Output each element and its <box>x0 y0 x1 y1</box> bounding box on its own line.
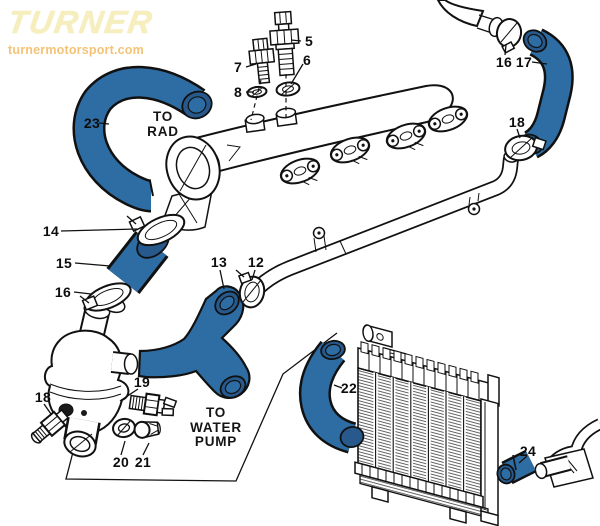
callout-7: 7 <box>233 59 243 75</box>
callout-leaders <box>43 39 548 464</box>
callout-23: 23 <box>83 115 101 131</box>
radiator-filler-neck <box>362 324 393 349</box>
y-hose-13 <box>137 285 251 399</box>
radiator-top-band <box>357 341 500 407</box>
hose-clamp-18-right <box>504 134 547 162</box>
lower-metal-pipe <box>534 418 600 488</box>
radiator <box>354 324 500 526</box>
sensor-18-left <box>30 408 70 444</box>
washer-20 <box>112 417 136 439</box>
pipe-sensor-bosses <box>244 107 298 134</box>
water-distribution-pipe <box>162 84 469 231</box>
hose-clamp-16-right <box>495 18 523 54</box>
callout-16-left: 16 <box>54 284 72 300</box>
callout-12: 12 <box>247 254 265 270</box>
callout-20: 20 <box>112 454 130 470</box>
callout-22: 22 <box>340 380 358 396</box>
hose-clamp-14 <box>126 213 186 247</box>
brand-site-url: turnermotorsport.com <box>8 43 144 57</box>
return-pipe <box>247 151 519 299</box>
callout-21: 21 <box>134 454 152 470</box>
callout-14: 14 <box>42 223 60 239</box>
brand-watermark: TURNER turnermotorsport.com <box>5 4 156 57</box>
hose-24 <box>496 449 537 485</box>
top-right-pipe <box>436 0 504 38</box>
callout-13: 13 <box>210 254 228 270</box>
radiator-core <box>357 366 482 497</box>
plug-21 <box>133 420 161 439</box>
annotation-to-rad: TO RAD <box>147 109 179 139</box>
callout-17: 17 <box>515 54 533 70</box>
callout-5: 5 <box>304 33 314 49</box>
callout-24: 24 <box>519 443 537 459</box>
callout-18-left: 18 <box>34 389 52 405</box>
hose-clamp-16-left <box>79 282 132 312</box>
washer-6 <box>275 81 301 97</box>
pipe-tab-bracket <box>312 192 481 253</box>
callout-15: 15 <box>55 255 73 271</box>
radiator-right-tank <box>480 398 499 517</box>
temp-sensor-5 <box>269 10 300 77</box>
leader-long-lines <box>65 332 338 482</box>
temp-sensor-7 <box>248 37 276 85</box>
radiator-bottom <box>354 461 499 526</box>
callout-19: 19 <box>133 374 151 390</box>
callout-16-right: 16 <box>495 54 513 70</box>
upper-radiator-hose-23 <box>72 65 213 213</box>
temp-sensor-19 <box>128 392 178 417</box>
callout-8: 8 <box>233 84 243 100</box>
pipe-mouth <box>165 135 221 201</box>
pipe-flange-ports <box>279 105 469 186</box>
annotation-to-water-pump: TO WATER PUMP <box>190 405 242 450</box>
callout-6: 6 <box>302 52 312 68</box>
hose-22 <box>299 339 365 454</box>
washer-8 <box>246 85 268 99</box>
hose-clamp-12 <box>235 269 266 309</box>
callout-18-right: 18 <box>508 114 526 130</box>
